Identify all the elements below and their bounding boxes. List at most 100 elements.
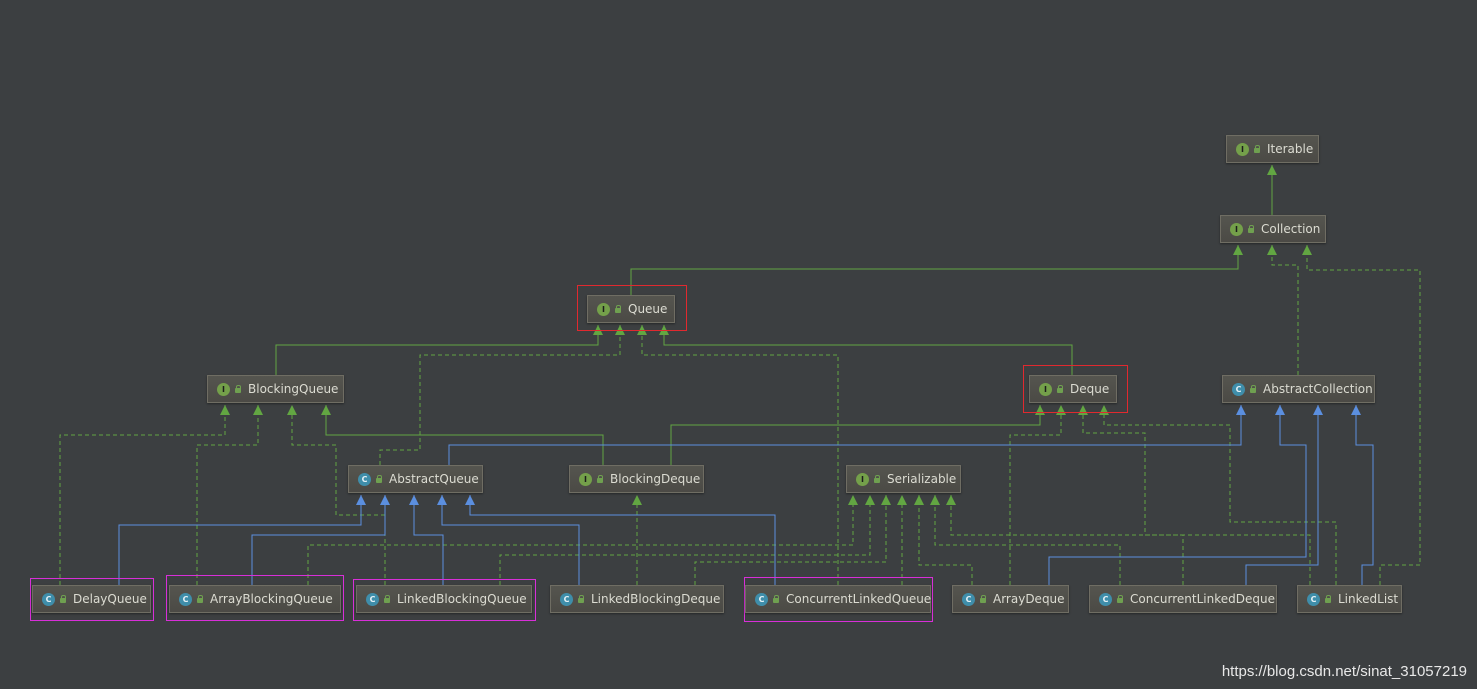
interface-icon: I	[597, 302, 610, 316]
edge-abstractqueue-queue-arrowhead	[615, 325, 625, 335]
edge-queue-collection-arrowhead	[1233, 245, 1243, 255]
edge-abstractcollection-collection-arrowhead	[1267, 245, 1277, 255]
edge-linkedblockingqueue-serializable	[499, 495, 871, 585]
edge-arrayblockingqueue-serializable	[307, 495, 854, 585]
edge-linkedblockingqueue-blockingqueue	[291, 405, 386, 585]
class-icon: C	[1232, 382, 1245, 396]
lock-icon	[1056, 385, 1064, 393]
node-label: ArrayDeque	[993, 592, 1065, 606]
node-label: BlockingDeque	[610, 472, 701, 486]
node-label: Iterable	[1267, 142, 1314, 156]
edge-linkedblockingqueue-blockingqueue-arrowhead	[287, 405, 297, 415]
edge-linkedblockingdeque-abstractqueue	[441, 495, 580, 585]
edge-linkedlist-collection	[1306, 245, 1421, 585]
node-array-blocking-queue[interactable]: C ArrayBlockingQueue	[169, 585, 341, 613]
node-label: Queue	[628, 302, 668, 316]
edge-blockingqueue-queue-arrowhead	[593, 325, 603, 335]
node-label: ArrayBlockingQueue	[210, 592, 333, 606]
lock-icon	[196, 595, 204, 603]
interface-icon: I	[217, 382, 230, 396]
node-label: ConcurrentLinkedDeque	[1130, 592, 1275, 606]
node-label: ConcurrentLinkedQueue	[786, 592, 932, 606]
edge-arraydeque-abstractcollection	[1048, 405, 1307, 585]
node-label: DelayQueue	[73, 592, 147, 606]
lock-icon	[1116, 595, 1124, 603]
edge-concurrentlinkedqueue-queue-arrowhead	[637, 325, 647, 335]
lock-icon	[1324, 595, 1332, 603]
edge-concurrentlinkeddeque-abstractcollection	[1245, 405, 1319, 585]
edge-linkedblockingqueue-abstractqueue	[413, 495, 444, 585]
node-queue[interactable]: I Queue	[587, 295, 675, 323]
node-abstract-collection[interactable]: C AbstractCollection	[1222, 375, 1375, 403]
edge-linkedlist-collection-arrowhead	[1302, 245, 1312, 255]
class-icon: C	[755, 592, 768, 606]
lock-icon	[614, 305, 622, 313]
node-concurrent-linked-queue[interactable]: C ConcurrentLinkedQueue	[745, 585, 931, 613]
class-icon: C	[1099, 592, 1112, 606]
edge-arrayblockingqueue-blockingqueue-arrowhead	[253, 405, 263, 415]
edge-concurrentlinkedqueue-serializable-arrowhead	[897, 495, 907, 505]
node-array-deque[interactable]: C ArrayDeque	[952, 585, 1069, 613]
edge-linkedblockingqueue-serializable-arrowhead	[865, 495, 875, 505]
lock-icon	[772, 595, 780, 603]
edge-deque-queue-arrowhead	[659, 325, 669, 335]
lock-icon	[1247, 225, 1255, 233]
lock-icon	[577, 595, 585, 603]
edge-linkedlist-deque-arrowhead	[1099, 405, 1109, 415]
edge-delayqueue-blockingqueue	[59, 405, 226, 585]
edge-arrayblockingqueue-abstractqueue-arrowhead	[380, 495, 390, 505]
lock-icon	[1253, 145, 1261, 153]
node-label: AbstractQueue	[389, 472, 479, 486]
node-concurrent-linked-deque[interactable]: C ConcurrentLinkedDeque	[1089, 585, 1277, 613]
edge-abstractcollection-collection	[1271, 245, 1299, 375]
edge-concurrentlinkeddeque-deque-arrowhead	[1078, 405, 1088, 415]
class-icon: C	[42, 592, 55, 606]
node-linked-blocking-queue[interactable]: C LinkedBlockingQueue	[356, 585, 532, 613]
node-label: Serializable	[887, 472, 957, 486]
node-linked-list[interactable]: C LinkedList	[1297, 585, 1402, 613]
edge-arraydeque-serializable-arrowhead	[914, 495, 924, 505]
edge-delayqueue-abstractqueue	[118, 495, 362, 585]
node-label: LinkedList	[1338, 592, 1399, 606]
node-label: Collection	[1261, 222, 1321, 236]
edge-collection-iterable-arrowhead	[1267, 165, 1277, 175]
node-blocking-queue[interactable]: I BlockingQueue	[207, 375, 344, 403]
node-collection[interactable]: I Collection	[1220, 215, 1326, 243]
edge-delayqueue-blockingqueue-arrowhead	[220, 405, 230, 415]
edge-blockingqueue-queue	[275, 325, 599, 375]
class-icon: C	[179, 592, 192, 606]
node-deque[interactable]: I Deque	[1029, 375, 1117, 403]
edge-linkedlist-serializable-arrowhead	[946, 495, 956, 505]
node-linked-blocking-deque[interactable]: C LinkedBlockingDeque	[550, 585, 724, 613]
edge-linkedblockingdeque-abstractqueue-arrowhead	[437, 495, 447, 505]
edge-concurrentlinkeddeque-deque	[1082, 405, 1184, 585]
edge-blockingdeque-deque-arrowhead	[1035, 405, 1045, 415]
edge-concurrentlinkeddeque-serializable	[934, 495, 1121, 585]
edge-abstractqueue-abstractcollection	[448, 405, 1242, 465]
edge-linkedlist-serializable	[950, 495, 1311, 585]
node-delay-queue[interactable]: C DelayQueue	[32, 585, 151, 613]
lock-icon	[383, 595, 391, 603]
lock-icon	[1249, 385, 1257, 393]
edge-linkedblockingdeque-blockingdeque-arrowhead	[632, 495, 642, 505]
class-icon: C	[358, 472, 371, 486]
interface-icon: I	[1230, 222, 1243, 236]
lock-icon	[234, 385, 242, 393]
edge-blockingdeque-blockingqueue-arrowhead	[321, 405, 331, 415]
class-icon: C	[560, 592, 573, 606]
watermark: https://blog.csdn.net/sinat_31057219	[1221, 663, 1467, 680]
edge-linkedlist-abstractcollection	[1355, 405, 1374, 585]
interface-icon: I	[1236, 142, 1249, 156]
edge-concurrentlinkedqueue-abstractqueue-arrowhead	[465, 495, 475, 505]
lock-icon	[596, 475, 604, 483]
node-abstract-queue[interactable]: C AbstractQueue	[348, 465, 483, 493]
node-iterable[interactable]: I Iterable	[1226, 135, 1319, 163]
edge-arrayblockingqueue-abstractqueue	[251, 495, 386, 585]
edge-concurrentlinkeddeque-abstractcollection-arrowhead	[1313, 405, 1323, 415]
edge-blockingdeque-deque	[670, 405, 1041, 465]
lock-icon	[375, 475, 383, 483]
node-blocking-deque[interactable]: I BlockingDeque	[569, 465, 704, 493]
node-label: LinkedBlockingDeque	[591, 592, 721, 606]
lock-icon	[979, 595, 987, 603]
node-serializable[interactable]: I Serializable	[846, 465, 961, 493]
